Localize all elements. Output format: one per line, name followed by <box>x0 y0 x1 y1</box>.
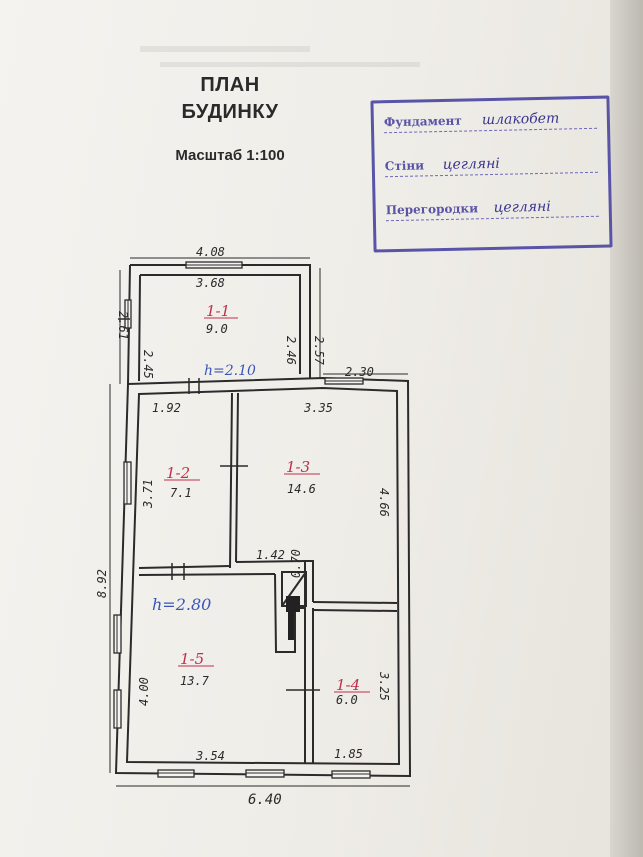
scale-label: Масштаб 1:100 <box>175 147 285 164</box>
annex-inner-left <box>138 274 141 382</box>
room-label-1-2: 1-2 <box>166 464 190 482</box>
partition-2-3 <box>229 392 239 569</box>
main-outer-wall <box>114 376 412 778</box>
dim-left-total: 8.92 <box>95 569 109 598</box>
paper-sheet <box>0 0 622 857</box>
partition-4-5 <box>304 608 314 764</box>
annex-inner-wall <box>140 274 301 374</box>
stove-icon <box>286 596 300 640</box>
room-label-1-3: 1-3 <box>286 458 310 476</box>
dim-top-outer: 4.08 <box>196 245 225 259</box>
dim-annex-right-outer: 2.57 <box>312 336 326 366</box>
partition-above-5 <box>138 565 276 576</box>
dim-room4-width: 1.85 <box>334 747 363 761</box>
dim-room2-depth: 3.71 <box>141 479 155 509</box>
document-title: ПЛАН БУДИНКУ <box>130 72 330 126</box>
room-area-1-3: 14.6 <box>287 482 316 496</box>
room-label-1-4: 1-4 <box>336 676 360 694</box>
height-main: h=2.80 <box>152 595 211 614</box>
dim-annex-left-inner: 2.45 <box>141 350 155 379</box>
dim-bottom-total: 6.40 <box>248 792 282 808</box>
room-label-1-5: 1-5 <box>180 650 204 668</box>
partition-above-4 <box>312 601 398 612</box>
dim-room3-depth: 4.66 <box>377 488 391 517</box>
dim-room5-width: 3.54 <box>195 749 225 763</box>
dim-corridor-width: 1.42 <box>256 548 285 562</box>
room-area-1-2: 7.1 <box>170 486 192 500</box>
dim-step-right: 2.30 <box>345 365 374 379</box>
title-line-1: ПЛАН <box>200 74 260 96</box>
title-line-2: БУДИНКУ <box>181 101 279 123</box>
room-label-1-1: 1-1 <box>206 302 230 320</box>
dim-annex-right-inner: 2.46 <box>284 336 298 365</box>
dim-room5-depth: 4.00 <box>137 677 151 706</box>
dim-corridor-depth: 0.70 <box>289 549 303 578</box>
room-area-1-1: 9.0 <box>206 322 228 336</box>
height-upper: h=2.10 <box>204 363 256 379</box>
room-area-1-4: 6.0 <box>336 693 358 707</box>
dim-room2-width: 1.92 <box>152 401 181 415</box>
main-inner-wall <box>125 386 401 766</box>
partition-corridor-top <box>235 560 306 563</box>
dim-room3-width: 3.35 <box>303 401 333 415</box>
partition-corridor-right <box>305 560 314 602</box>
dim-room4-depth: 3.25 <box>377 671 391 701</box>
dim-top-inner: 3.68 <box>195 276 225 290</box>
paper-edge <box>610 0 643 857</box>
show-through-ghost <box>140 46 420 67</box>
room-area-1-5: 13.7 <box>180 674 210 688</box>
dim-annex-left-outer: 2.61 <box>116 311 130 340</box>
